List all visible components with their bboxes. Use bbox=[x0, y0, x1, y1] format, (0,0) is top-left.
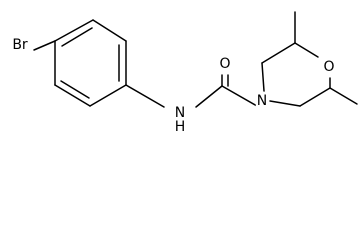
morph-bond-c2-o bbox=[294, 42, 319, 58]
ring-bond-5 bbox=[54, 84, 91, 107]
molecule-diagram: Br N H O N O bbox=[11, 11, 358, 135]
atom-ring-oxygen: O bbox=[322, 59, 336, 75]
atom-amide-nitrogen: N bbox=[173, 105, 187, 121]
morph-bond-c3-c2 bbox=[261, 42, 296, 64]
ring-bond-4 bbox=[89, 84, 127, 107]
methyl-bottom bbox=[329, 87, 358, 105]
atom-carbonyl-oxygen: O bbox=[218, 56, 232, 72]
ring-bond-2 bbox=[92, 19, 127, 42]
atom-ring-nitrogen: N bbox=[255, 93, 269, 109]
morph-bond-n-c3 bbox=[261, 62, 265, 92]
atom-amide-hydrogen: H bbox=[173, 119, 187, 135]
morph-bond-c6-c5 bbox=[299, 87, 331, 107]
ring-bond-1 bbox=[54, 19, 94, 42]
atom-bromine: Br bbox=[11, 37, 29, 53]
bond-n-carbonyl bbox=[195, 85, 223, 108]
bond-carbonyl-ch2 bbox=[221, 85, 258, 107]
bond-br-c1 bbox=[33, 40, 56, 51]
bond-layer bbox=[33, 11, 358, 108]
morph-bond-c5-n bbox=[269, 100, 301, 107]
ring-double-1 bbox=[61, 27, 93, 47]
ring-double-3 bbox=[60, 80, 90, 99]
bond-c4-n bbox=[125, 84, 165, 108]
